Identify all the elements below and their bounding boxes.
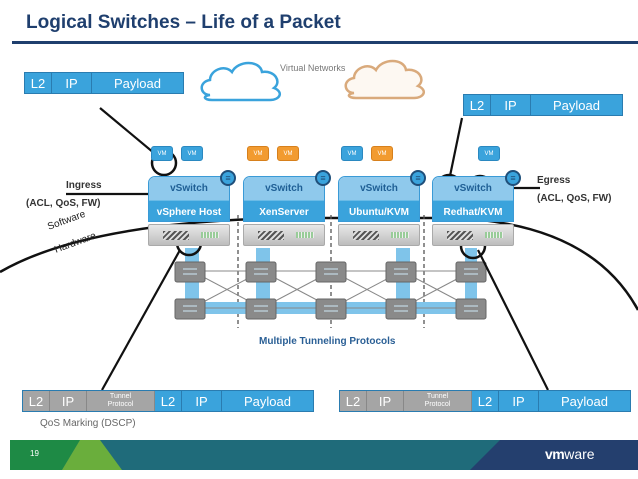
host-os-label: XenServer bbox=[244, 200, 324, 221]
egress-detail: (ACL, QoS, FW) bbox=[537, 193, 612, 204]
packet-ip: IP bbox=[52, 73, 92, 93]
switch-icon bbox=[174, 298, 206, 320]
inner-payload: Payload bbox=[222, 391, 313, 411]
egress-label: Egress bbox=[537, 175, 571, 186]
host-xenserver[interactable]: vSwitch XenServer bbox=[243, 176, 325, 222]
switch-icon bbox=[385, 298, 417, 320]
vswitch-icon: ≡ bbox=[505, 170, 521, 186]
slide-title: Logical Switches – Life of a Packet bbox=[26, 12, 341, 33]
packet-top-left: L2 IP Payload bbox=[24, 72, 184, 94]
physical-switches bbox=[174, 261, 487, 320]
switch-icon bbox=[245, 298, 277, 320]
vm-icon[interactable]: VM bbox=[371, 146, 393, 161]
outer-ip: IP bbox=[50, 391, 87, 411]
inner-l2: L2 bbox=[155, 391, 182, 411]
inner-l2: L2 bbox=[472, 391, 499, 411]
vm-icon[interactable]: VM bbox=[341, 146, 363, 161]
server-hardware-icon bbox=[338, 224, 420, 246]
packet-l2: L2 bbox=[464, 95, 491, 115]
switch-icon bbox=[315, 298, 347, 320]
vswitch-icon: ≡ bbox=[220, 170, 236, 186]
packet-ip: IP bbox=[491, 95, 531, 115]
vswitch-label: vSwitch bbox=[339, 177, 419, 200]
footer-band bbox=[10, 440, 638, 470]
vswitch-label: vSwitch bbox=[244, 177, 324, 200]
tunnel-protocol: Tunnel Protocol bbox=[87, 391, 155, 411]
server-hardware-icon bbox=[148, 224, 230, 246]
vswitch-label: vSwitch bbox=[149, 177, 229, 200]
packet-top-right: L2 IP Payload bbox=[463, 94, 623, 116]
host-vsphere[interactable]: vSwitch vSphere Host bbox=[148, 176, 230, 222]
ingress-detail: (ACL, QoS, FW) bbox=[26, 198, 101, 209]
server-hardware-icon bbox=[432, 224, 514, 246]
switch-icon bbox=[245, 261, 277, 283]
host-os-label: vSphere Host bbox=[149, 200, 229, 221]
vswitch-label: vSwitch bbox=[433, 177, 513, 200]
host-ubuntu-kvm[interactable]: vSwitch Ubuntu/KVM bbox=[338, 176, 420, 222]
outer-l2: L2 bbox=[23, 391, 50, 411]
packet-encapsulated-left: L2 IP Tunnel Protocol L2 IP Payload bbox=[22, 390, 314, 412]
host-os-label: Ubuntu/KVM bbox=[339, 200, 419, 221]
vswitch-icon: ≡ bbox=[315, 170, 331, 186]
switch-icon bbox=[455, 261, 487, 283]
switch-icon bbox=[455, 298, 487, 320]
host-redhat-kvm[interactable]: vSwitch Redhat/KVM bbox=[432, 176, 514, 222]
vm-icon[interactable]: VM bbox=[181, 146, 203, 161]
vm-icon[interactable]: VM bbox=[151, 146, 173, 161]
packet-l2: L2 bbox=[25, 73, 52, 93]
vmware-logo: vmware bbox=[545, 446, 595, 462]
tunneling-label: Multiple Tunneling Protocols bbox=[259, 336, 396, 347]
switch-icon bbox=[385, 261, 417, 283]
vm-icon[interactable]: VM bbox=[478, 146, 500, 161]
switch-icon bbox=[174, 261, 206, 283]
inner-payload: Payload bbox=[539, 391, 630, 411]
vm-icon[interactable]: VM bbox=[277, 146, 299, 161]
virtual-networks-label: Virtual Networks bbox=[280, 63, 346, 73]
outer-l2: L2 bbox=[340, 391, 367, 411]
vm-icon[interactable]: VM bbox=[247, 146, 269, 161]
cloud-icon-tan bbox=[344, 59, 426, 100]
title-divider bbox=[12, 41, 638, 44]
packet-payload: Payload bbox=[531, 95, 622, 115]
host-os-label: Redhat/KVM bbox=[433, 200, 513, 221]
outer-ip: IP bbox=[367, 391, 404, 411]
callout-lines bbox=[66, 107, 549, 391]
switch-icon bbox=[315, 261, 347, 283]
packet-encapsulated-right: L2 IP Tunnel Protocol L2 IP Payload bbox=[339, 390, 631, 412]
server-hardware-icon bbox=[243, 224, 325, 246]
page-number: 19 bbox=[30, 449, 39, 458]
inner-ip: IP bbox=[499, 391, 539, 411]
inner-ip: IP bbox=[182, 391, 222, 411]
qos-marking-label: QoS Marking (DSCP) bbox=[40, 418, 136, 429]
vswitch-icon: ≡ bbox=[410, 170, 426, 186]
tunnel-protocol: Tunnel Protocol bbox=[404, 391, 472, 411]
cloud-icon-blue bbox=[200, 61, 282, 102]
ingress-label: Ingress bbox=[66, 180, 102, 191]
packet-payload: Payload bbox=[92, 73, 183, 93]
